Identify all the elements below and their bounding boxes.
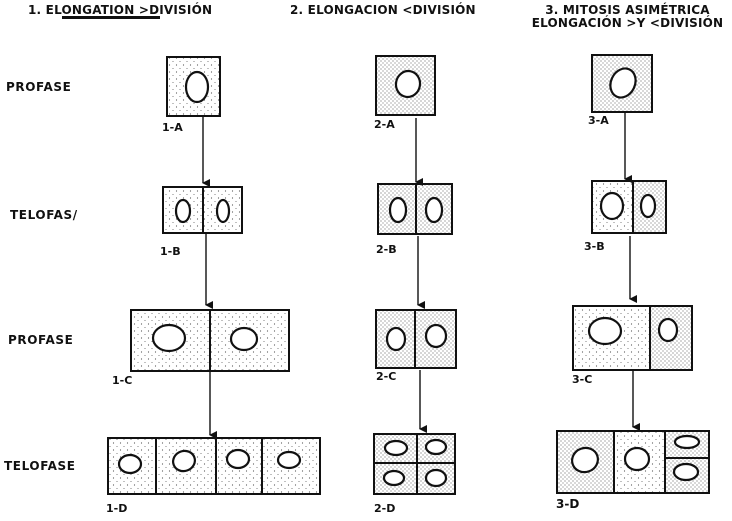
3B-left-nucleus (601, 193, 623, 219)
2B-left-nucleus (390, 198, 406, 222)
2C-right-nucleus (426, 325, 446, 347)
3C-left-nucleus (589, 318, 621, 344)
1D-c-nucleus (227, 450, 249, 468)
2C-left-nucleus (387, 328, 405, 350)
1C-right-nucleus (231, 328, 257, 350)
3B-right-nucleus (641, 195, 655, 217)
2D-b-nucleus (426, 440, 446, 454)
2B-right-nucleus (426, 198, 442, 222)
3C-right-nucleus (659, 319, 677, 341)
3D-b-nucleus (625, 448, 649, 470)
3D-c-nucleus (675, 436, 699, 448)
2D-d-nucleus (426, 470, 446, 486)
1B-left-nucleus (176, 200, 190, 222)
1D-a-nucleus (119, 455, 141, 473)
2D-c-nucleus (384, 471, 404, 485)
1C-left-nucleus (153, 325, 185, 351)
1B-right-nucleus (217, 200, 229, 222)
1A-nucleus (186, 72, 208, 102)
1D-d-nucleus (278, 452, 300, 468)
3D-d-nucleus (674, 464, 698, 480)
2D-a-nucleus (385, 441, 407, 455)
